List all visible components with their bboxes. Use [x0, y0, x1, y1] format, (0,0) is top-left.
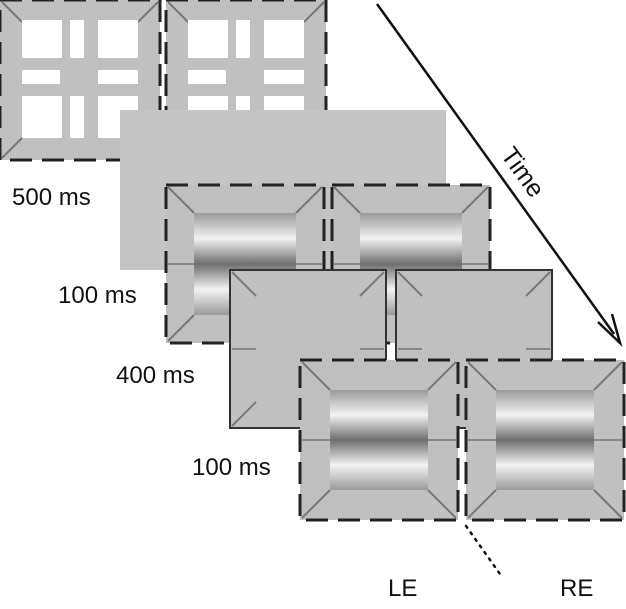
time-arrow	[375, 3, 623, 348]
time-label: Time	[495, 142, 550, 203]
right-eye-label: RE	[560, 575, 593, 602]
left-eye-label: LE	[388, 575, 417, 602]
right-eye-panel	[464, 358, 626, 522]
duration-label-400ms: 400 ms	[116, 362, 195, 389]
duration-label-100ms-second: 100 ms	[192, 454, 271, 481]
left-eye-panel	[0, 0, 162, 162]
frame-100ms-second	[298, 358, 626, 522]
grating	[330, 390, 428, 490]
grating	[496, 390, 594, 490]
left-eye-panel	[298, 358, 460, 522]
continuation-dots	[464, 524, 502, 576]
duration-label-500ms: 500 ms	[12, 184, 91, 211]
duration-label-100ms-first: 100 ms	[58, 282, 137, 309]
frame-500ms	[0, 0, 328, 162]
